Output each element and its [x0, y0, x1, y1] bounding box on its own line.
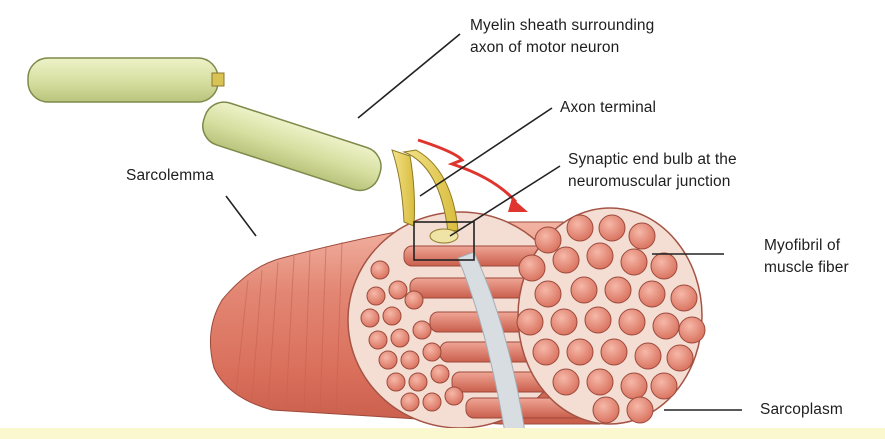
- label-sarcolemma: Sarcolemma: [126, 166, 214, 186]
- label-myofibril-1: Myofibril of: [764, 236, 840, 256]
- label-synaptic-end-bulb-2: neuromuscular junction: [568, 172, 730, 192]
- label-myelin-sheath-1: Myelin sheath surrounding: [470, 16, 654, 36]
- axon-terminal-branch-1: [392, 150, 415, 226]
- muscle-cross-section: [517, 208, 705, 424]
- node-of-ranvier: [212, 73, 224, 86]
- bottom-strip: [0, 428, 885, 439]
- label-sarcoplasm: Sarcoplasm: [760, 400, 843, 420]
- myelin-segment-2: [198, 97, 387, 196]
- label-myelin-sheath-2: axon of motor neuron: [470, 38, 619, 58]
- label-synaptic-end-bulb-1: Synaptic end bulb at the: [568, 150, 737, 170]
- leader-sarcolemma: [226, 196, 256, 236]
- signal-arrowhead: [508, 198, 528, 212]
- leader-myelin: [358, 34, 460, 118]
- label-myofibril-2: muscle fiber: [764, 258, 849, 278]
- myelin-segment-1: [28, 58, 218, 102]
- label-axon-terminal: Axon terminal: [560, 98, 656, 118]
- synaptic-end-bulb: [430, 229, 458, 243]
